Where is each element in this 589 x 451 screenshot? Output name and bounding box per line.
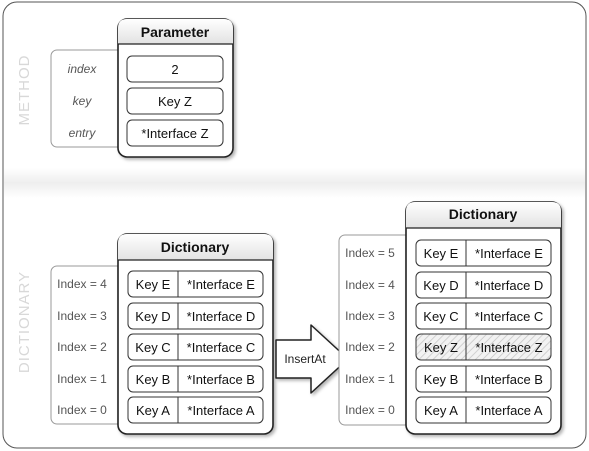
before-row: Index = 0 Key A *Interface A xyxy=(57,396,264,424)
parameter-value-cell xyxy=(126,119,224,147)
after-row: Index = 5 Key E *Interface E xyxy=(345,239,552,267)
after-row-key: Key C xyxy=(423,309,458,324)
after-row-cell xyxy=(415,271,552,299)
after-row-value: *Interface Z xyxy=(475,340,542,355)
dictionary-section-label: DICTIONARY xyxy=(16,271,33,373)
after-row-value: *Interface D xyxy=(475,278,544,293)
after-row-key: Key A xyxy=(424,403,458,418)
after-row-value: *Interface E xyxy=(475,246,543,261)
before-header-bg xyxy=(118,234,273,260)
before-row-key: Key B xyxy=(136,372,171,387)
dictionary-before-block: Dictionary Index = 4 Key E *Interface E … xyxy=(50,233,274,435)
after-row-key: Key E xyxy=(424,246,459,261)
method-section-label: METHOD xyxy=(16,55,33,126)
before-row-value: *Interface A xyxy=(187,403,255,418)
operation-label: InsertAt xyxy=(284,352,326,366)
before-row-cell xyxy=(127,302,264,330)
after-row-cell xyxy=(415,239,552,267)
parameter-header-bg xyxy=(118,19,233,44)
after-row-index: Index = 5 xyxy=(345,246,395,260)
after-dictionary-title: Dictionary xyxy=(449,206,518,222)
after-row-index: Index = 2 xyxy=(345,340,395,354)
parameter-row-value: Key Z xyxy=(158,94,192,109)
after-row-cell xyxy=(415,302,552,330)
before-row-cell xyxy=(127,365,264,393)
after-row: Index = 0 Key A *Interface A xyxy=(345,396,552,424)
after-row-cell xyxy=(415,365,552,393)
after-row-key: Key D xyxy=(423,278,458,293)
dictionary-after-block: Dictionary Index = 5 Key E *Interface E … xyxy=(338,201,562,435)
before-row-cell xyxy=(127,270,264,298)
after-row-index: Index = 3 xyxy=(345,309,395,323)
after-header-bg xyxy=(406,202,561,228)
after-row-key: Key B xyxy=(424,372,459,387)
before-row: Index = 3 Key D *Interface D xyxy=(57,302,264,330)
after-row-value: *Interface A xyxy=(475,403,543,418)
parameter-row: entry *Interface Z xyxy=(69,119,224,147)
before-row-index: Index = 4 xyxy=(57,277,107,291)
parameter-title: Parameter xyxy=(141,24,210,40)
after-row-cell xyxy=(415,396,552,424)
parameter-value-cell xyxy=(126,55,224,83)
arrow-shape xyxy=(275,324,349,394)
parameter-block: Parameter index 2 key Key Z entry *Inter… xyxy=(50,18,234,158)
parameter-value-cell xyxy=(126,87,224,115)
after-row-inserted: Index = 2 Key Z *Interface Z xyxy=(345,333,552,361)
parameter-row: key Key Z xyxy=(73,87,224,115)
parameter-row-name: index xyxy=(68,62,98,76)
after-row: Index = 4 Key D *Interface D xyxy=(345,271,552,299)
after-row-index: Index = 0 xyxy=(345,403,395,417)
before-row-value: *Interface B xyxy=(187,372,255,387)
before-row-key: Key C xyxy=(135,340,170,355)
before-row-index: Index = 0 xyxy=(57,403,107,417)
before-row-index: Index = 3 xyxy=(57,309,107,323)
before-row-cell xyxy=(127,396,264,424)
parameter-row-value: *Interface Z xyxy=(141,126,208,141)
parameter-row-value: 2 xyxy=(171,62,178,77)
before-row-key: Key E xyxy=(136,277,171,292)
insertat-arrow: InsertAt xyxy=(275,324,349,394)
before-row-index: Index = 1 xyxy=(57,372,107,386)
parameter-row: index 2 xyxy=(68,55,224,83)
before-row-value: *Interface C xyxy=(187,340,256,355)
section-separator xyxy=(4,168,585,198)
inserted-row-cell xyxy=(415,333,552,361)
before-row-cell xyxy=(127,333,264,361)
after-row-value: *Interface C xyxy=(475,309,544,324)
before-row: Index = 4 Key E *Interface E xyxy=(57,270,264,298)
before-row-value: *Interface E xyxy=(187,277,255,292)
after-row-index: Index = 4 xyxy=(345,278,395,292)
after-row-key: Key Z xyxy=(424,340,458,355)
after-row: Index = 1 Key B *Interface B xyxy=(345,365,552,393)
after-row: Index = 3 Key C *Interface C xyxy=(345,302,552,330)
parameter-row-name: entry xyxy=(69,126,97,140)
before-row-key: Key D xyxy=(135,309,170,324)
after-row-index: Index = 1 xyxy=(345,372,395,386)
before-row: Index = 1 Key B *Interface B xyxy=(57,365,264,393)
parameter-row-name: key xyxy=(73,94,93,108)
before-dictionary-title: Dictionary xyxy=(161,239,230,255)
before-row-value: *Interface D xyxy=(187,309,256,324)
after-row-value: *Interface B xyxy=(475,372,543,387)
before-row: Index = 2 Key C *Interface C xyxy=(57,333,264,361)
before-row-key: Key A xyxy=(136,403,170,418)
after-index-panel xyxy=(338,234,412,426)
before-row-index: Index = 2 xyxy=(57,340,107,354)
